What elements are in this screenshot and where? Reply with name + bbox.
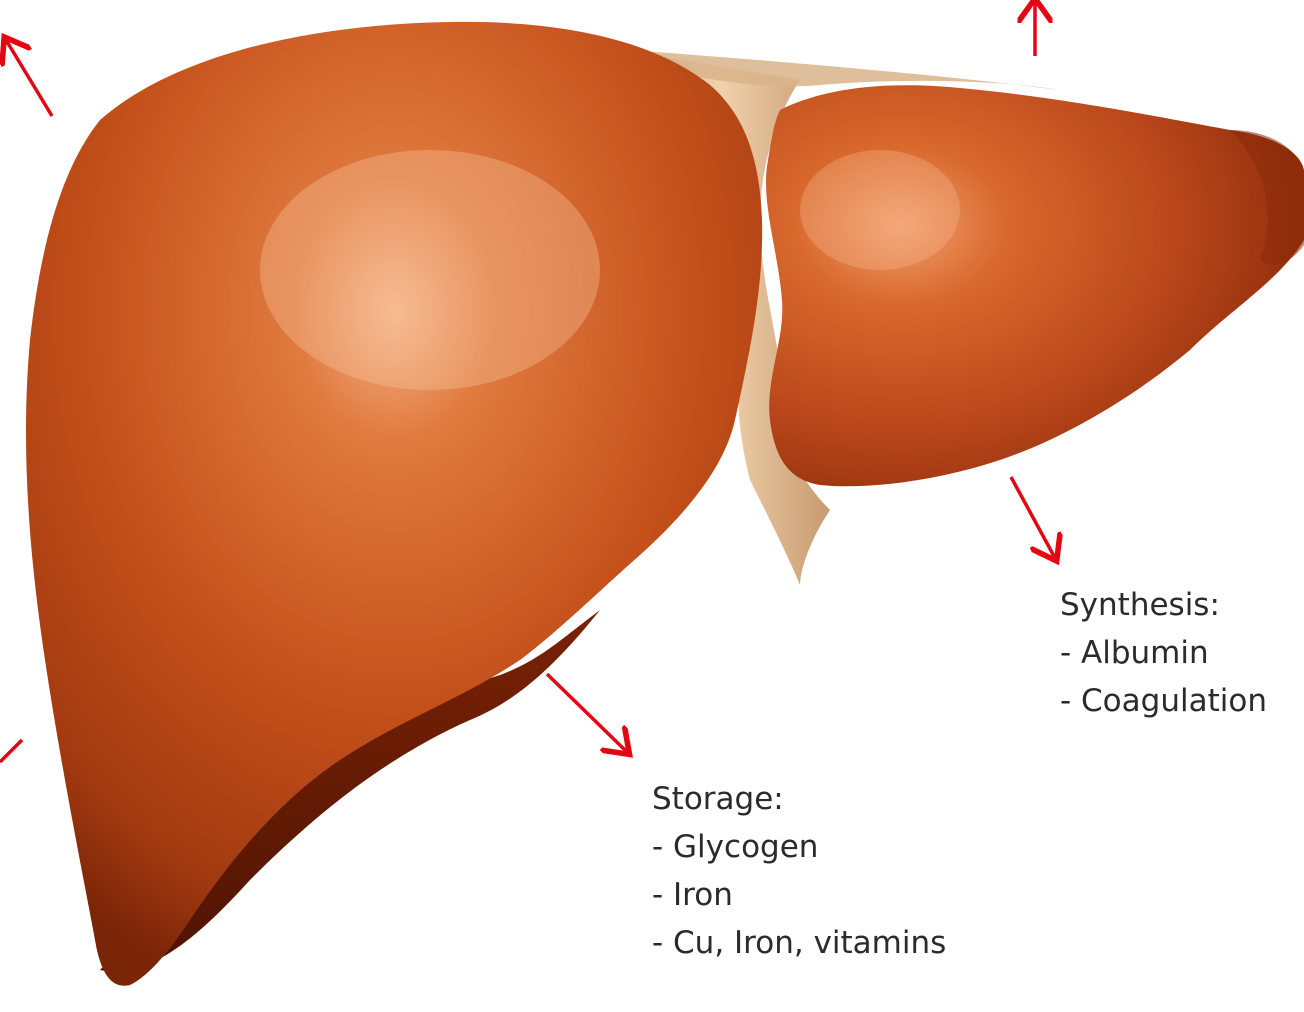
storage-item-iron: - Iron bbox=[652, 871, 946, 919]
synthesis-item-albumin: - Albumin bbox=[1060, 629, 1267, 677]
arrow-top-left bbox=[6, 40, 52, 116]
synthesis-item-coagulation: - Coagulation bbox=[1060, 677, 1267, 725]
storage-heading: Storage: bbox=[652, 775, 946, 823]
arrow-bottom-left bbox=[0, 740, 22, 762]
arrow-storage bbox=[547, 674, 627, 752]
storage-item-glycogen: - Glycogen bbox=[652, 823, 946, 871]
synthesis-annotation: Synthesis: - Albumin - Coagulation bbox=[1060, 581, 1267, 725]
arrow-synthesis bbox=[1011, 477, 1055, 558]
right-lobe-highlight bbox=[260, 150, 600, 390]
liver-left-lobe bbox=[766, 85, 1304, 486]
left-lobe-highlight bbox=[800, 150, 960, 270]
synthesis-heading: Synthesis: bbox=[1060, 581, 1267, 629]
storage-item-cu-iron-vitamins: - Cu, Iron, vitamins bbox=[652, 919, 946, 967]
storage-annotation: Storage: - Glycogen - Iron - Cu, Iron, v… bbox=[652, 775, 946, 967]
